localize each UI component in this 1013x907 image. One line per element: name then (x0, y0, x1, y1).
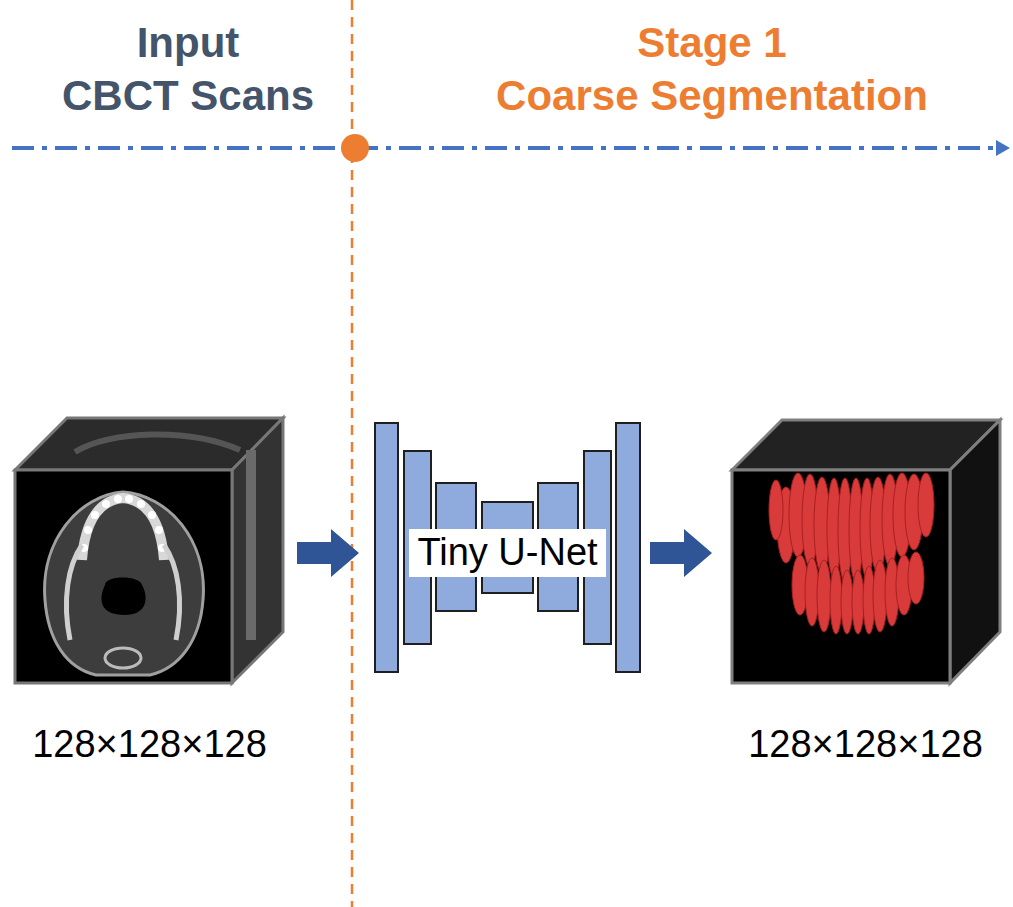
teeth (769, 473, 934, 634)
stage-heading: CBCT Scans (62, 73, 314, 119)
stage-dot (341, 134, 369, 162)
output-cube (732, 420, 1000, 683)
stage-heading: Coarse Segmentation (496, 73, 928, 119)
timeline-line (12, 146, 996, 150)
input-volume: 128×128×128 (12, 415, 287, 775)
node-text: Tiny U-Net (409, 529, 605, 577)
flow-arrow (297, 529, 359, 577)
unet-bars (375, 423, 640, 672)
input-cube (15, 418, 283, 683)
output-volume: 128×128×128 (728, 415, 1003, 775)
stage-heading: Input (137, 20, 240, 66)
node-text: 128×128×128 (748, 723, 983, 767)
stage-heading: Stage 1 (637, 20, 786, 66)
unet-block: Tiny U-Net (375, 423, 640, 673)
flow-arrow (650, 529, 712, 577)
timeline-head (996, 140, 1010, 156)
node-text: 128×128×128 (32, 723, 267, 767)
